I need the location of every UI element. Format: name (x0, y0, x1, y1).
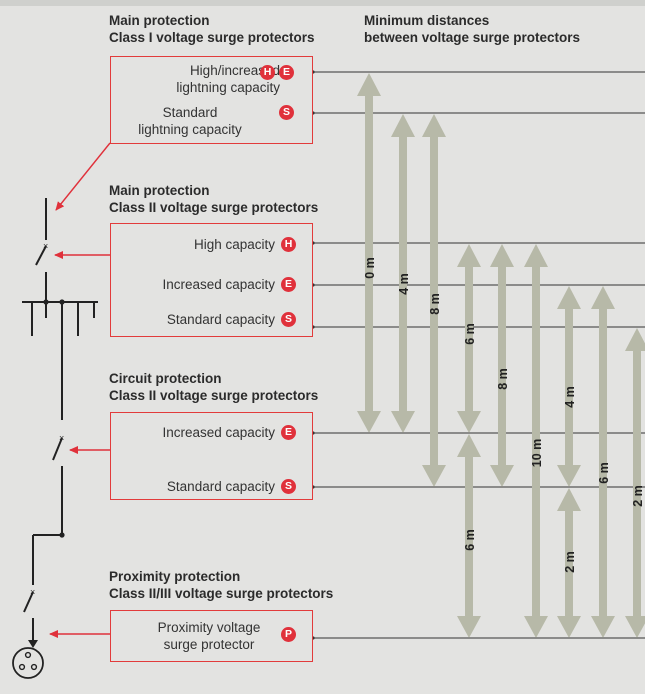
heading-circuit-class2: Circuit protection Class II voltage surg… (109, 371, 319, 403)
distance-label: 0 m (363, 257, 377, 279)
distance-arrow-4m-b (557, 286, 581, 487)
badge-s: S (281, 479, 296, 494)
distance-label: 6 m (463, 529, 477, 551)
distance-arrow-2m-a (625, 328, 645, 638)
socket-icon (12, 647, 44, 679)
distance-label: 8 m (496, 368, 510, 390)
distance-label: 4 m (563, 386, 577, 408)
level-lines (313, 71, 645, 639)
badge-h: H (260, 65, 275, 80)
pointer-arrow-main1 (55, 142, 111, 211)
svg-text:×: × (43, 241, 48, 251)
heading-main-class1: Main protection Class I voltage surge pr… (109, 13, 315, 45)
badge-e: E (279, 65, 294, 80)
outlet-arrow-icon (28, 640, 38, 648)
label-increased-capacity: Increased capacity (162, 277, 275, 292)
distance-label: 10 m (530, 439, 544, 468)
circuit-schematic (22, 198, 98, 640)
distance-arrow-4m-a (391, 114, 415, 433)
distance-arrow-8m-b (490, 244, 514, 487)
box-proximity (110, 610, 313, 662)
svg-text:×: × (30, 587, 35, 597)
svg-text:×: × (59, 433, 64, 443)
distance-arrows (357, 73, 645, 638)
heading-min-distances: Minimum distances between voltage surge … (364, 13, 581, 45)
heading-proximity: Proximity protection Class II/III voltag… (109, 569, 334, 601)
distance-arrow-6m-c (457, 434, 481, 638)
label-high-capacity: High capacity (193, 237, 275, 252)
main-switch (35, 245, 47, 266)
red-pointer-arrows (49, 142, 111, 638)
badge-e: E (281, 277, 296, 292)
distance-label: 2 m (563, 551, 577, 573)
label-increased-capacity: Increased capacity (162, 425, 275, 440)
badge-s: S (281, 312, 296, 327)
label-high-increased-lightning: High/increased lightning capacity (176, 63, 280, 95)
badge-s: S (279, 105, 294, 120)
label-standard-lightning: Standard lightning capacity (138, 105, 242, 137)
distance-arrow-6m-b (591, 286, 615, 638)
heading-main-class2: Main protection Class II voltage surge p… (109, 183, 319, 215)
distance-label: 2 m (631, 485, 645, 507)
distance-arrow-6m-a (457, 244, 481, 433)
badge-e: E (281, 425, 296, 440)
badge-h: H (281, 237, 296, 252)
box-class2-circuit (110, 412, 313, 500)
distance-label: 6 m (597, 462, 611, 484)
label-standard-capacity: Standard capacity (166, 312, 275, 327)
circuit-switch (52, 437, 63, 461)
distance-label: 6 m (463, 323, 477, 345)
label-proximity-protector: Proximity voltage surge protector (157, 620, 261, 652)
top-band (0, 0, 645, 6)
distance-labels: 0 m 4 m 8 m 6 m 8 m 10 m 4 m 6 m 2 m 6 m… (363, 257, 645, 573)
distance-arrow-10m (524, 244, 548, 638)
distance-arrow-2m-b (557, 488, 581, 638)
distance-arrow-8m-a (422, 114, 446, 487)
box-class2-main (110, 223, 313, 337)
distance-arrow-0m (357, 73, 381, 433)
label-standard-capacity: Standard capacity (166, 479, 275, 494)
distance-label: 8 m (428, 293, 442, 315)
proximity-switch (23, 591, 34, 613)
badge-p: P (281, 627, 296, 642)
distance-label: 4 m (397, 273, 411, 295)
